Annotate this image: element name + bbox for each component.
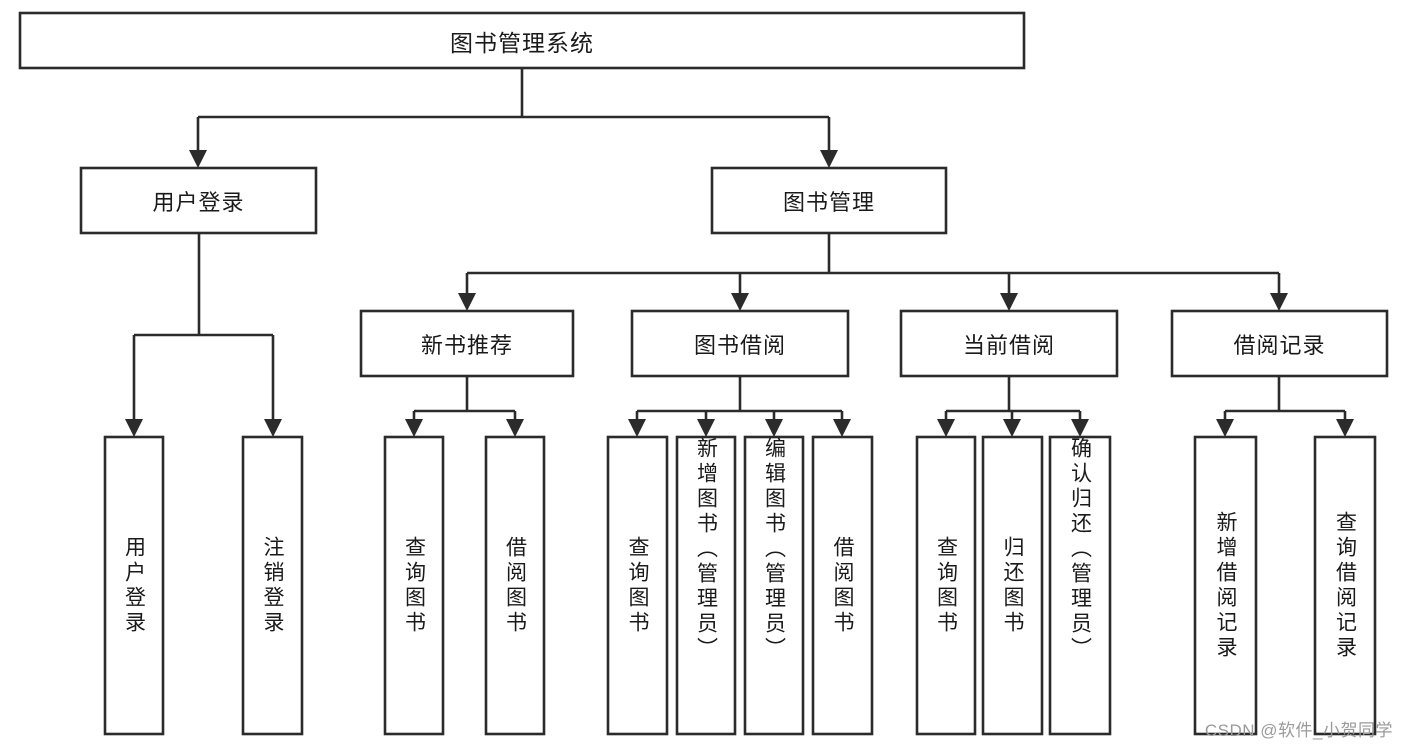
leaf-box-user-login[interactable] bbox=[103, 435, 165, 736]
arrow-head-icon bbox=[1000, 293, 1018, 311]
node-box-current-borrow[interactable] bbox=[899, 309, 1119, 378]
arrow-head-icon bbox=[628, 419, 646, 437]
connector-group-book-management bbox=[458, 233, 1288, 311]
arrow-head-icon bbox=[937, 419, 955, 437]
arrow-head-icon bbox=[1003, 419, 1021, 437]
connector-group-user-login bbox=[125, 233, 282, 437]
connector-group-root bbox=[189, 68, 838, 168]
arrow-head-icon bbox=[1071, 419, 1089, 437]
arrow-head-icon bbox=[1270, 293, 1288, 311]
leaf-box-borrow-book[interactable] bbox=[811, 435, 874, 736]
arrow-head-icon bbox=[820, 150, 838, 168]
connector-group-current-borrow bbox=[937, 376, 1089, 437]
node-box-root[interactable] bbox=[18, 11, 1026, 70]
arrow-head-icon bbox=[264, 419, 282, 437]
arrow-head-icon bbox=[731, 293, 749, 311]
arrow-head-icon bbox=[1336, 419, 1354, 437]
node-box-borrow-record[interactable] bbox=[1170, 309, 1389, 378]
node-box-book-management[interactable] bbox=[710, 166, 948, 235]
leaf-box-query-book-rec[interactable] bbox=[383, 435, 445, 736]
watermark: CSDN @软件_小贺同学 bbox=[1204, 721, 1393, 740]
connector-group-book-borrow bbox=[628, 376, 851, 437]
leaf-box-add-borrow-record[interactable] bbox=[1193, 435, 1258, 736]
arrow-head-icon bbox=[506, 419, 524, 437]
leaf-box-borrow-book-rec[interactable] bbox=[484, 435, 546, 736]
arrow-head-icon bbox=[405, 419, 423, 437]
arrow-head-icon bbox=[125, 419, 143, 437]
leaf-box-logout-login[interactable] bbox=[241, 435, 304, 736]
node-box-new-book-recommend[interactable] bbox=[359, 309, 575, 378]
connector-group-new-book-recommend bbox=[405, 376, 524, 437]
node-box-book-borrow[interactable] bbox=[630, 309, 850, 378]
leaf-box-query-book-borrow[interactable] bbox=[606, 435, 669, 736]
node-box-user-login[interactable] bbox=[79, 166, 318, 235]
arrow-head-icon bbox=[833, 419, 851, 437]
leaf-box-edit-book-admin[interactable] bbox=[743, 435, 805, 736]
arrow-head-icon bbox=[765, 419, 783, 437]
arrow-head-icon bbox=[1216, 419, 1234, 437]
leaf-box-add-book-admin[interactable] bbox=[675, 435, 737, 736]
arrow-head-icon bbox=[189, 150, 207, 168]
arrow-head-icon bbox=[697, 419, 715, 437]
connector-group-borrow-record bbox=[1216, 376, 1354, 437]
leaf-box-confirm-return-admin[interactable] bbox=[1048, 435, 1112, 736]
leaf-box-query-borrow-record[interactable] bbox=[1313, 435, 1377, 736]
arrow-head-icon bbox=[458, 293, 476, 311]
leaf-box-query-book-current[interactable] bbox=[915, 435, 977, 736]
leaf-box-return-book[interactable] bbox=[981, 435, 1044, 736]
